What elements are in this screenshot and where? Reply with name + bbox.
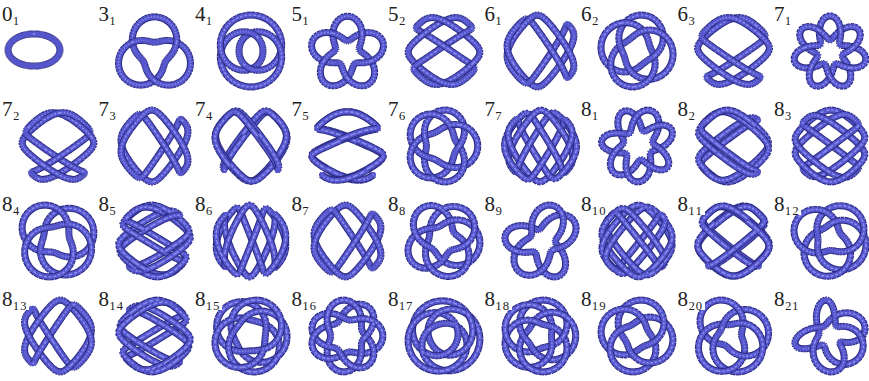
knot-figure: [408, 18, 480, 85]
knot-tube: [281, 61, 282, 65]
knot-tube: [370, 60, 373, 61]
knot-tube: [331, 33, 334, 34]
knot-tube: [257, 36, 258, 37]
knot-figure: [8, 34, 60, 66]
knot-figure: [119, 17, 191, 85]
knot-tube: [244, 64, 245, 65]
knot-figure: [220, 15, 281, 87]
knot-figure: [312, 16, 384, 86]
knot-tube: [131, 42, 133, 43]
knot-tube: [221, 37, 222, 41]
